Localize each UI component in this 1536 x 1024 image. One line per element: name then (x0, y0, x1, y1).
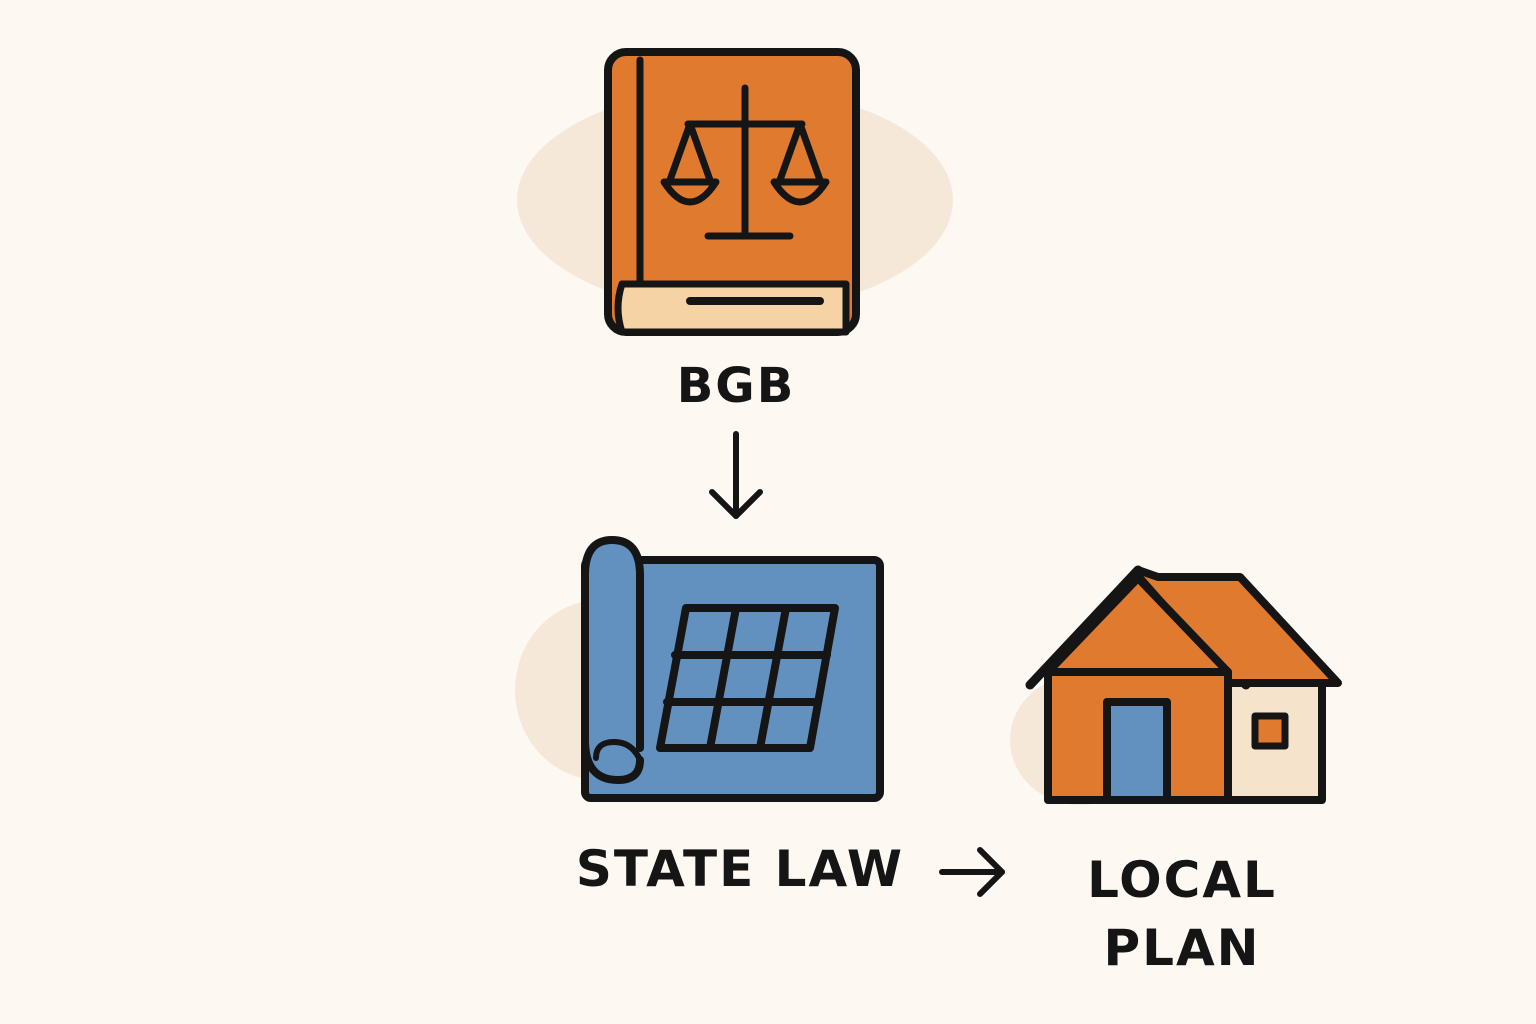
arrow-down-icon (709, 431, 763, 519)
blueprint-icon (581, 536, 884, 802)
house-icon (1025, 565, 1342, 804)
state-law-label: STATE LAW (575, 840, 905, 898)
grid-plan (656, 604, 839, 752)
bgb-label: BGB (676, 358, 796, 414)
arrow-right-icon (939, 847, 1005, 897)
scales-icon (660, 84, 830, 240)
law-book-icon (604, 48, 860, 336)
